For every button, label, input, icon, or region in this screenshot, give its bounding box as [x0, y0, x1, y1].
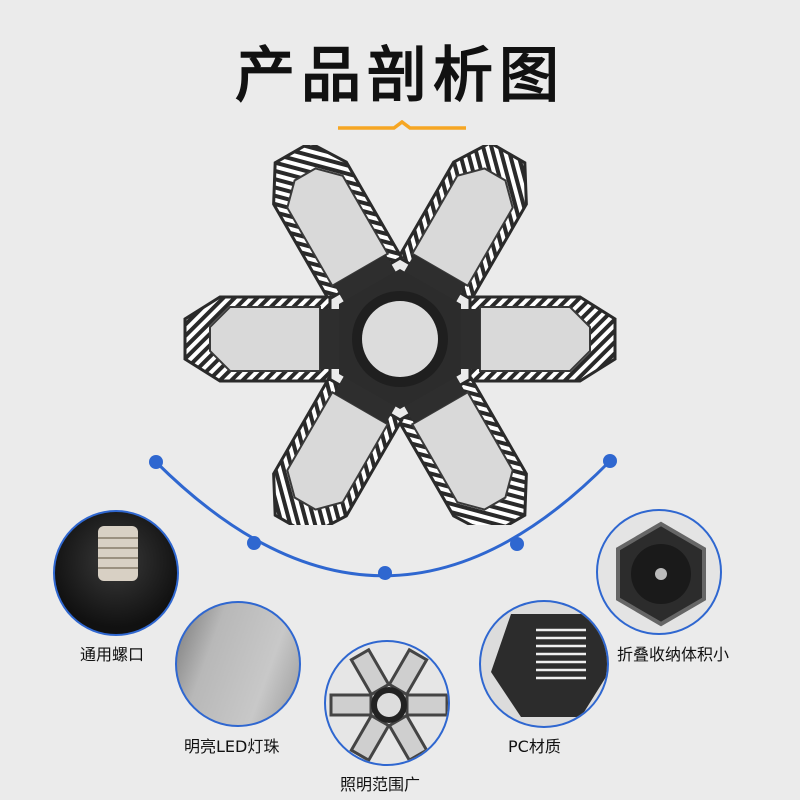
feature-label-screw: 通用螺口 [80, 645, 145, 664]
feature-label-led: 明亮LED灯珠 [184, 737, 280, 756]
led-beads-image [175, 601, 301, 727]
lighting-range-image [324, 640, 450, 766]
screw-base-image [53, 510, 179, 636]
page-title: 产品剖析图 [235, 41, 565, 111]
feature-label-pc: PC材质 [508, 737, 561, 756]
feature-label-coverage: 照明范围广 [340, 775, 421, 794]
feature-label-fold: 折叠收纳体积小 [617, 645, 730, 664]
foldable-storage-image [596, 509, 722, 635]
pc-material-image [479, 600, 609, 728]
deformable-lamp-illustration [183, 145, 617, 525]
title-underline-decoration [338, 120, 466, 130]
